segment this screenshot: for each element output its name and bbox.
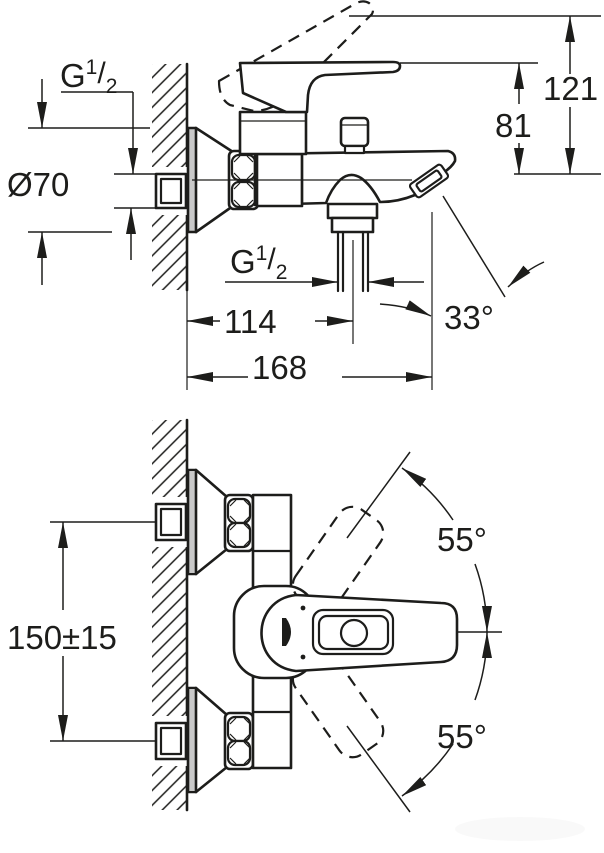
lever-handle-plan	[260, 593, 459, 673]
thread-wall-label: G1/2	[60, 56, 117, 98]
dim-spout-angle: 33°	[379, 195, 545, 336]
cartridge-housing	[238, 110, 308, 156]
shower-outlet	[326, 202, 379, 344]
wall-section	[152, 62, 189, 390]
dim-height-open: 121	[349, 15, 601, 175]
supply-connection-bottom	[149, 716, 191, 766]
supply-connection-top	[149, 497, 191, 547]
lever-dashed-up	[291, 505, 385, 613]
plan-view: 150±15 55° 55°	[7, 418, 502, 813]
dim-connection-spacing: 150±15	[7, 522, 117, 741]
height-closed-label: 81	[495, 107, 532, 144]
spout	[253, 149, 457, 207]
escutcheon-diameter-label: Ø70	[7, 166, 69, 203]
dim-swing-up: 55°	[346, 451, 502, 633]
dim-escutcheon-diameter: Ø70	[7, 79, 150, 285]
spout-angle-label: 33°	[444, 299, 494, 336]
outlet-from-wall-label: 114	[224, 303, 277, 340]
dim-swing-down: 55°	[346, 631, 492, 813]
supply-connection	[149, 167, 191, 215]
connection-spacing-label: 150±15	[7, 619, 117, 656]
escutcheon-bottom-plan	[186, 686, 255, 794]
swing-up-label: 55°	[437, 521, 487, 558]
height-open-label: 121	[543, 70, 598, 107]
lever-dashed-down	[291, 651, 385, 759]
dim-height-closed: 81	[400, 62, 538, 174]
lever-open-dashed	[217, 0, 375, 113]
swing-down-label: 55°	[437, 718, 487, 755]
dim-spout-reach: 168	[187, 212, 433, 390]
dim-outlet-from-wall: 114	[187, 303, 353, 340]
thread-shower-label: G1/2	[230, 242, 287, 284]
aerator	[408, 163, 450, 199]
escutcheon-top-plan	[186, 468, 255, 576]
dim-thread-wall: G1/2	[60, 56, 156, 260]
diverter-knob	[339, 116, 370, 155]
watermark-smudge	[455, 817, 585, 841]
lever-handle	[238, 60, 402, 114]
dim-thread-shower: G1/2	[225, 242, 424, 287]
spout-reach-label: 168	[252, 349, 307, 386]
cartridge-mark	[282, 618, 291, 646]
side-view: G1/2 Ø70 121 81 G1/2	[7, 0, 601, 390]
